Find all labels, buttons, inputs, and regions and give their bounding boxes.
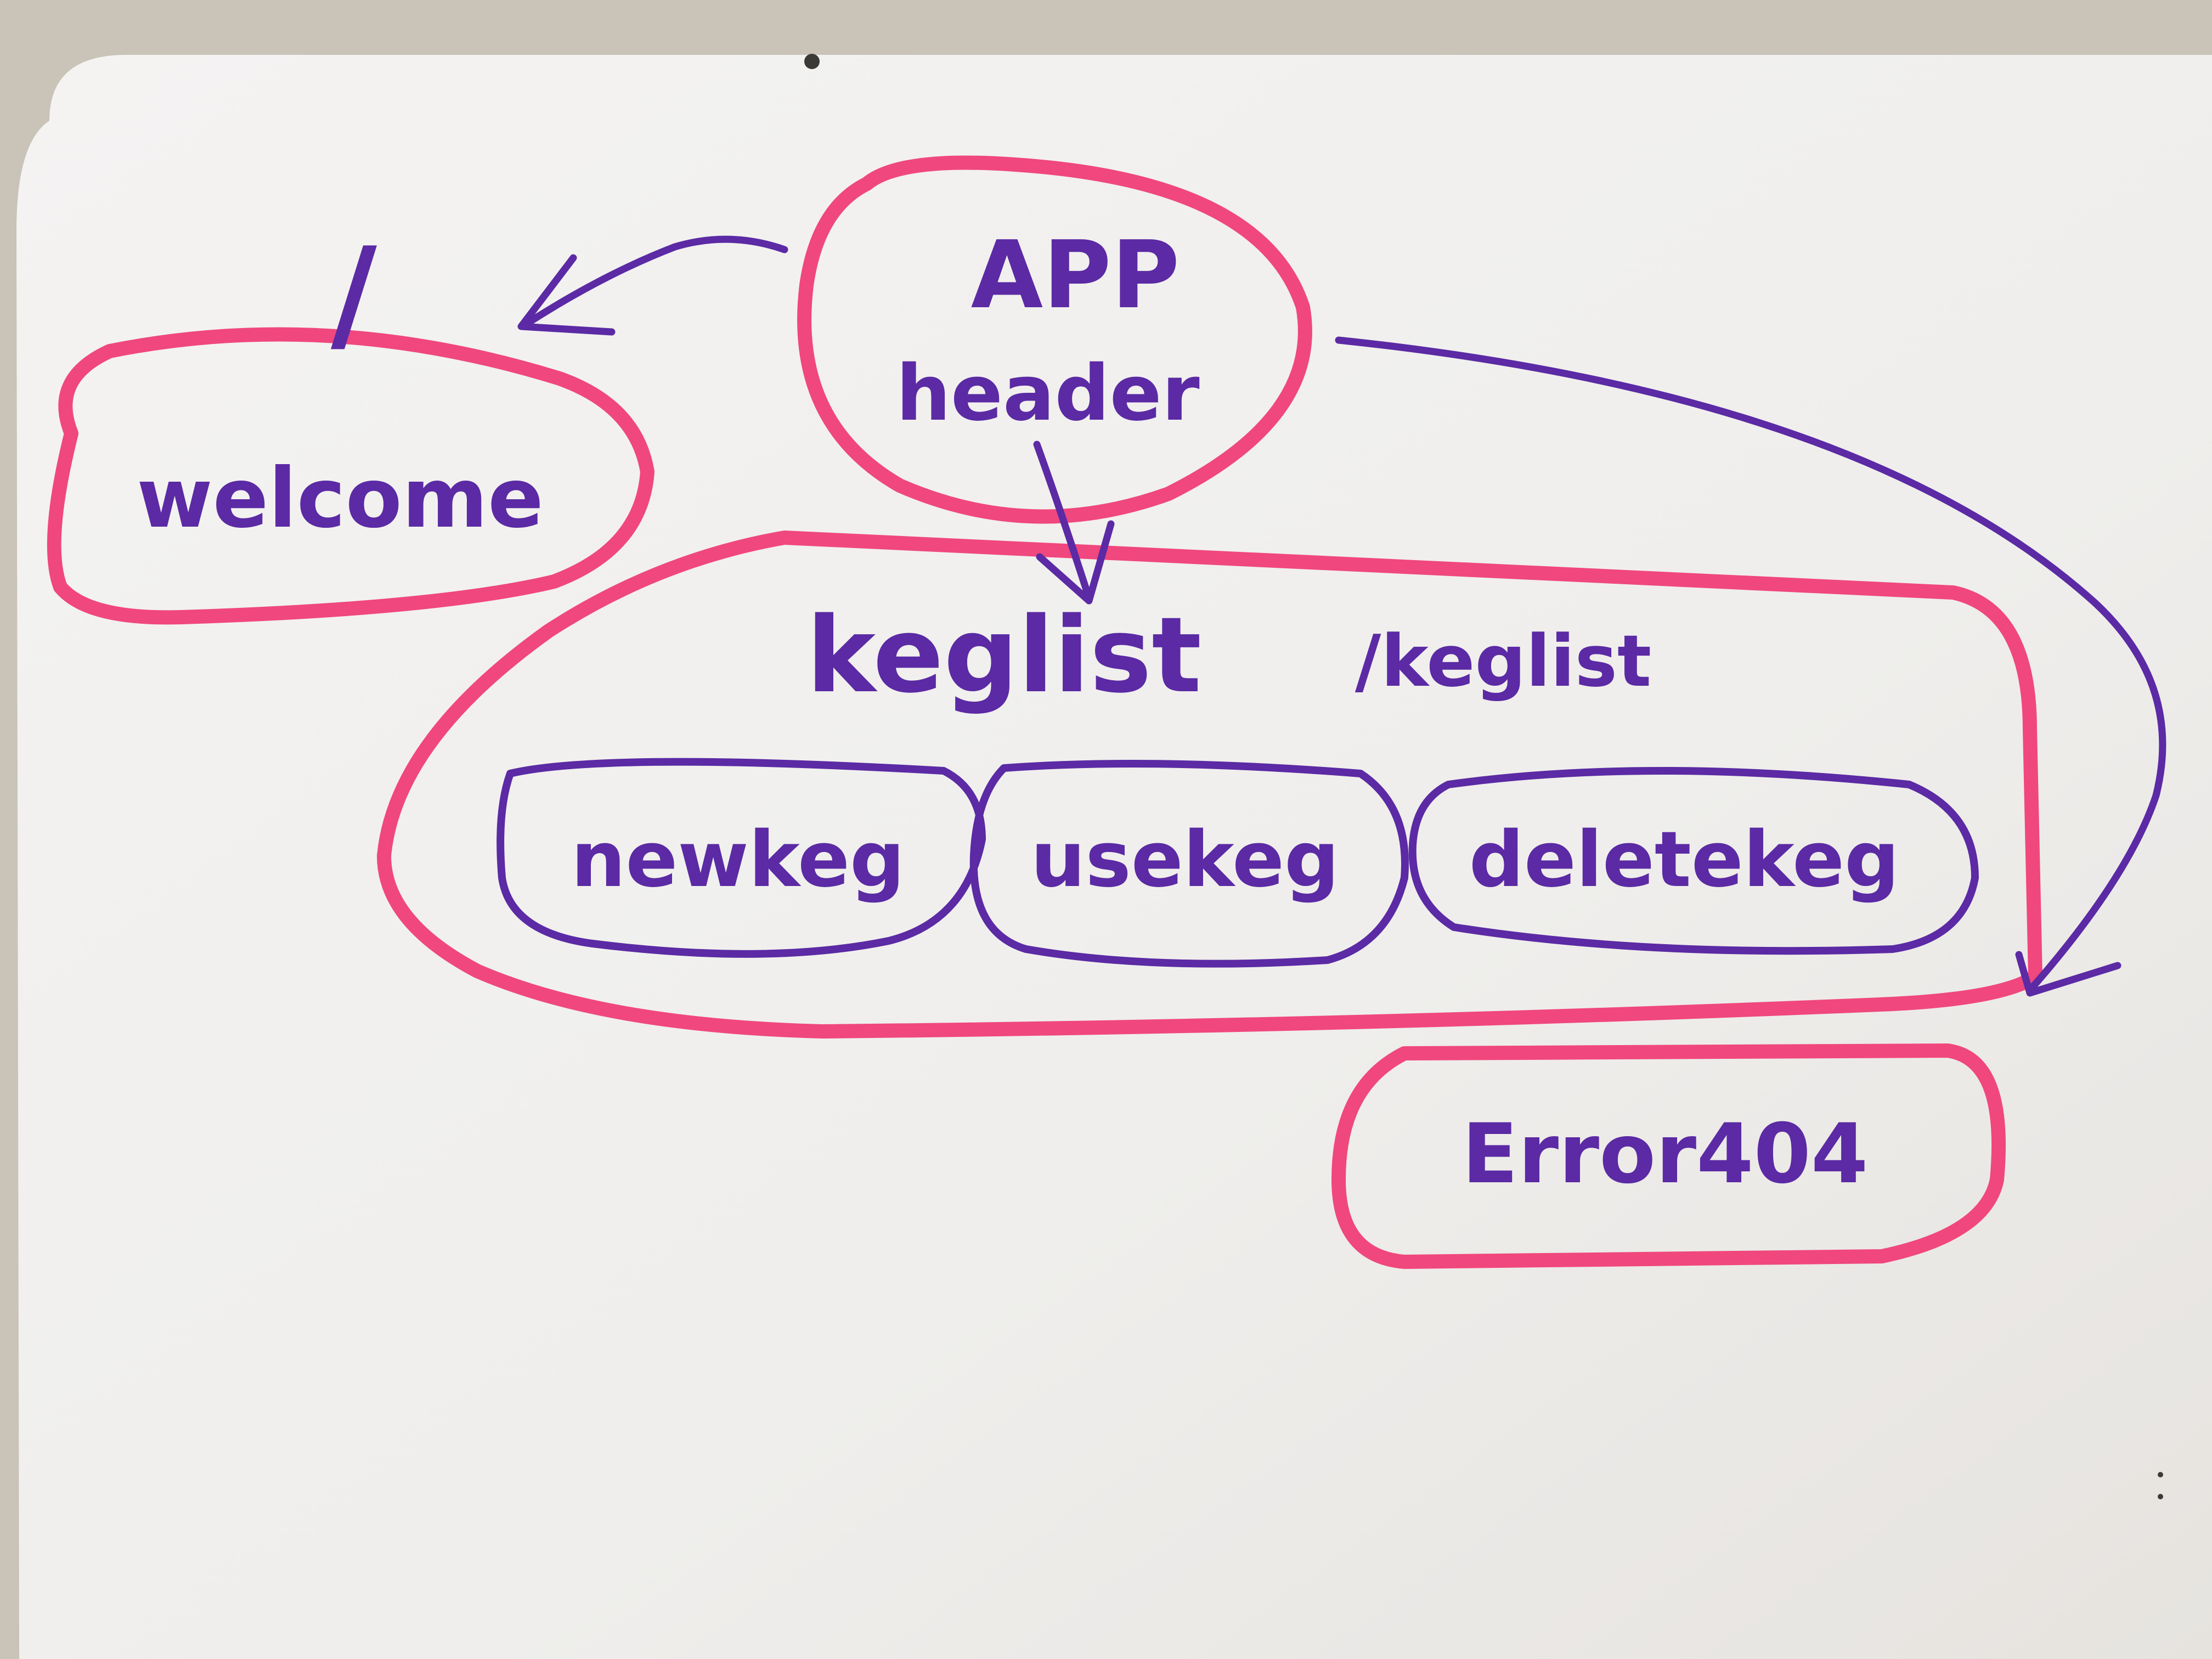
error404-label: Error404	[1462, 1107, 1869, 1202]
keglist-route: /keglist	[1355, 619, 1651, 703]
arrowhead-error404	[2015, 951, 2121, 997]
usekeg-node-outline	[969, 760, 1409, 968]
app-title: APP	[971, 221, 1180, 330]
error404-node-outline	[1331, 1043, 2006, 1269]
deletekeg-node-outline	[1408, 767, 1979, 955]
app-node-outline	[797, 155, 1312, 524]
board-mark	[2158, 1494, 2163, 1499]
keglist-label: keglist	[806, 595, 1201, 716]
edge-app-to-keglist	[1033, 441, 1093, 602]
edge-app-to-error404	[1335, 336, 2166, 994]
newkeg-label: newkeg	[571, 815, 905, 905]
keglist-node-outline	[377, 531, 2042, 1039]
welcome-node-outline	[47, 327, 654, 625]
app-subtitle: header	[896, 349, 1199, 438]
arrowhead-keglist	[1036, 520, 1115, 605]
edge-app-to-welcome	[523, 235, 788, 328]
board-mark	[804, 54, 820, 69]
usekeg-label: usekeg	[1031, 815, 1339, 905]
newkeg-node-outline	[496, 758, 986, 958]
welcome-route: /	[331, 221, 377, 368]
welcome-label: welcome	[137, 451, 544, 546]
board-mark	[2158, 1472, 2163, 1477]
deletekeg-label: deletekeg	[1469, 815, 1900, 905]
arrowhead-welcome	[517, 254, 616, 336]
